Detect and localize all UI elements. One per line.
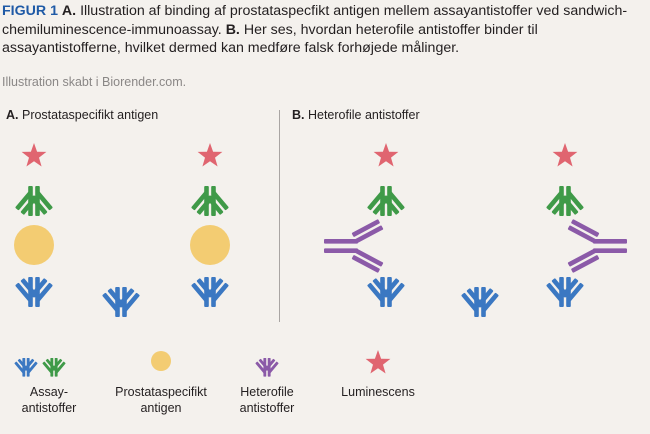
heterophile-complex-2 xyxy=(546,143,627,307)
free-capture-antibody xyxy=(102,287,140,317)
legend-luminescence-label: Luminescens xyxy=(341,385,415,399)
psa-antigen-icon xyxy=(14,225,54,265)
luminescence-star-icon xyxy=(552,143,578,167)
luminescence-star-icon xyxy=(197,143,223,167)
heterophile-antibody-icon xyxy=(567,219,627,273)
detection-antibody-icon xyxy=(42,358,66,377)
capture-antibody-icon xyxy=(367,277,405,307)
caption-a-text: Illustration af binding af prostataspecf… xyxy=(2,3,628,38)
luminescence-star-icon xyxy=(21,143,47,167)
section-a-label: A. xyxy=(6,108,19,122)
credit-line: Illustration skabt i Biorender.com. xyxy=(2,75,187,89)
figure-caption: FIGUR 1 A. Illustration af binding af pr… xyxy=(2,2,648,58)
legend-star-icon xyxy=(365,350,391,374)
section-b-label: B. xyxy=(292,108,305,122)
luminescence-star-icon xyxy=(373,143,399,167)
section-b-text: Heterofile antistoffer xyxy=(307,108,420,122)
detection-antibody-icon xyxy=(191,186,229,216)
psa-complex-1 xyxy=(14,143,54,307)
figure-label: FIGUR 1 xyxy=(2,3,58,19)
legend-heterophile-label: Heterofile antistoffer xyxy=(239,385,295,415)
section-b-title: B. Heterofile antistoffer xyxy=(292,108,420,122)
section-a-text: Prostataspecifikt antigen xyxy=(21,108,159,122)
capture-antibody-icon xyxy=(15,277,53,307)
legend-psa-label: Prostataspecifikt antigen xyxy=(115,385,207,415)
psa-complex-2 xyxy=(190,143,230,307)
detection-antibody-icon xyxy=(15,186,53,216)
capture-antibody-icon xyxy=(546,277,584,307)
caption-b-text: Her ses, hvordan heterofile antistoffer … xyxy=(2,21,538,57)
heterophile-complex-1 xyxy=(324,143,405,307)
legend-heterophile-icon xyxy=(255,358,279,377)
capture-antibody-icon xyxy=(191,277,229,307)
caption-a-label: A. xyxy=(61,3,77,19)
legend-assay-icons xyxy=(14,358,66,377)
heterophile-antibody-icon xyxy=(324,219,384,273)
legend-assay-label: Assay- antistoffer xyxy=(21,385,77,415)
capture-antibody-icon xyxy=(14,358,38,377)
caption-b-label: B. xyxy=(225,21,240,38)
capture-antibody-icon xyxy=(461,287,499,317)
detection-antibody-icon xyxy=(367,186,405,216)
legend-antigen-icon xyxy=(151,351,171,371)
detection-antibody-icon xyxy=(546,186,584,216)
capture-antibody-icon xyxy=(102,287,140,317)
free-capture-antibody-b xyxy=(461,287,499,317)
psa-antigen-icon xyxy=(190,225,230,265)
section-a-title: A. Prostataspecifikt antigen xyxy=(6,108,158,122)
section-divider xyxy=(279,110,280,322)
